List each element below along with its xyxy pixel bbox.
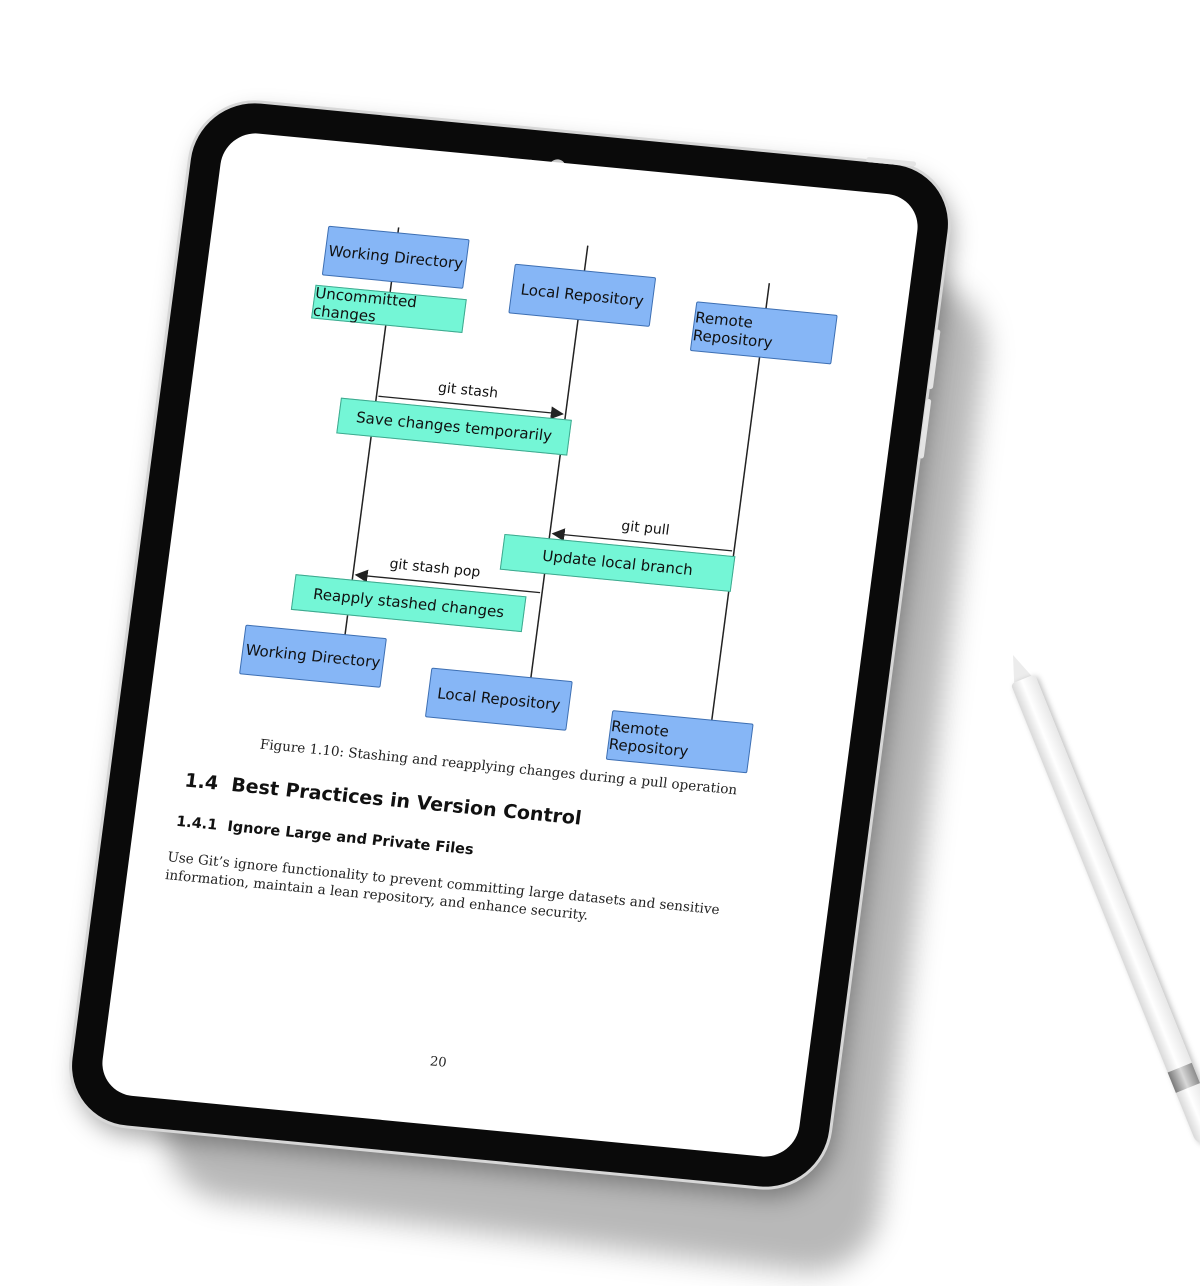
arrow-git-stash (378, 395, 564, 420)
page-number: 20 (428, 1054, 448, 1071)
arrow-git-stash-pop (354, 569, 541, 594)
stylus-pencil (1001, 650, 1200, 1160)
subsection-title: Ignore Large and Private Files (226, 818, 475, 859)
lifeline-remote-repository (708, 283, 771, 740)
subsection-number: 1.4.1 (175, 813, 219, 834)
subsection-heading: 1.4.1 Ignore Large and Private Files (175, 814, 474, 858)
tablet-device: Working Directory Local Repository Remot… (64, 97, 956, 1193)
document-page[interactable]: Working Directory Local Repository Remot… (98, 130, 922, 1160)
body-paragraph: Use Git’s ignore functionality to preven… (164, 849, 721, 924)
section-number: 1.4 (183, 769, 220, 795)
lifeline-local-repository (526, 245, 589, 703)
arrow-git-pull (551, 528, 733, 552)
